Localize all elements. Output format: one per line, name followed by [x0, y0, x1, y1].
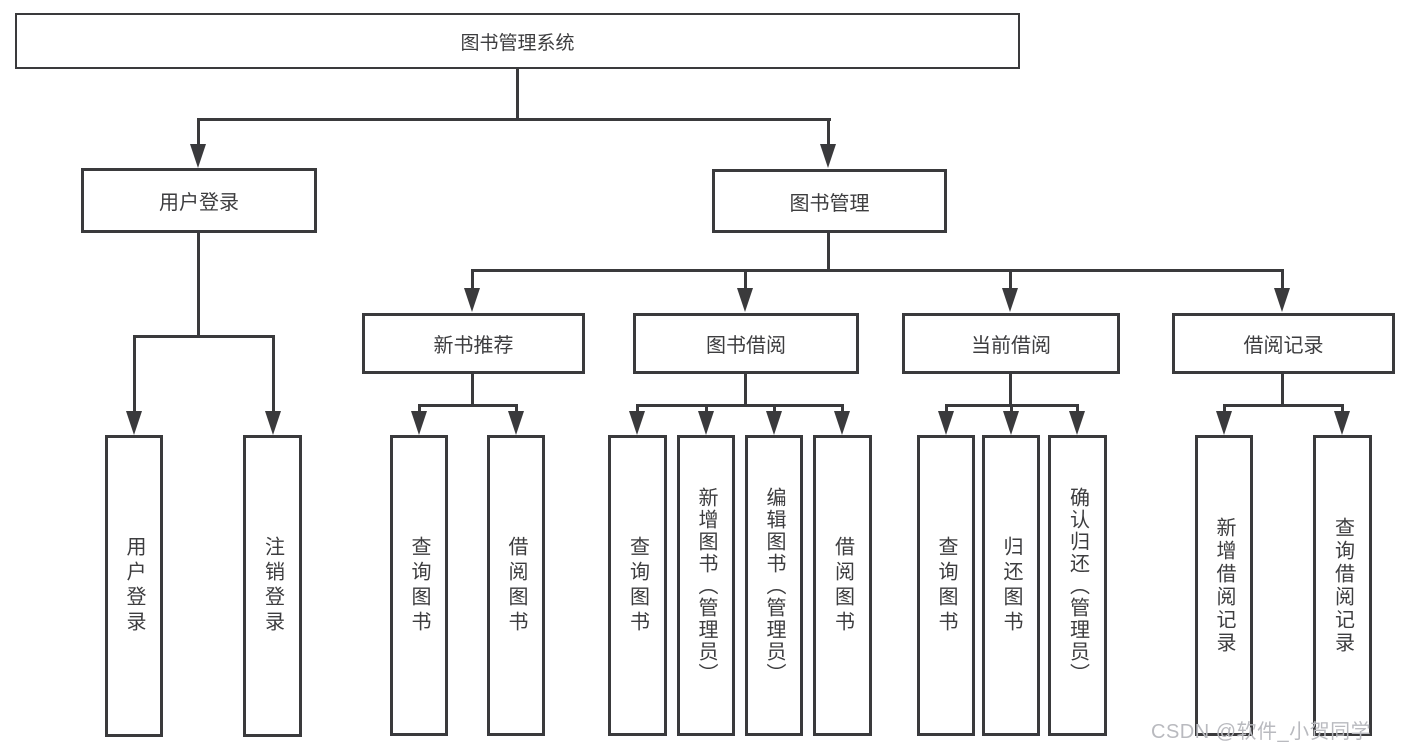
- connector-drop-leaf: [133, 337, 136, 415]
- arrow-down-icon: [938, 411, 954, 435]
- leaf-label: 借阅图书: [831, 535, 854, 636]
- leaf-label: 确认归还（管理员）: [1066, 486, 1089, 685]
- connector-drop-new-book: [471, 271, 474, 288]
- arrow-down-icon: [820, 144, 836, 168]
- leaf-label: 查询图书: [935, 535, 957, 636]
- node-book-mgmt: 图书管理: [712, 169, 947, 233]
- connector-drop-borrow-record: [1281, 271, 1284, 288]
- arrow-down-icon: [508, 411, 524, 435]
- leaf-user-login: 用户登录: [105, 435, 163, 737]
- node-current-borrow-label: 当前借阅: [971, 335, 1051, 357]
- connector-drop-current-borrow: [1009, 271, 1012, 288]
- arrow-down-icon: [1002, 288, 1018, 312]
- leaf-label: 编辑图书（管理员）: [763, 486, 785, 685]
- connector-drop-book-borrow: [744, 271, 747, 288]
- connector-root-rail: [197, 118, 831, 121]
- connector-drop-book-mgmt: [827, 120, 830, 148]
- arrow-down-icon: [265, 411, 281, 435]
- leaf-label: 查询图书: [408, 535, 430, 636]
- connector-new-book-rail: [418, 404, 518, 407]
- connector-current-borrow-stem: [1009, 374, 1012, 407]
- connector-book-borrow-rail: [636, 404, 844, 407]
- connector-user-login-stem: [197, 232, 200, 338]
- leaf-query-books-2: 查询图书: [608, 435, 667, 736]
- leaf-add-borrow-record: 新增借阅记录: [1195, 435, 1253, 736]
- connector-drop-leaf: [705, 406, 708, 414]
- connector-drop-leaf: [773, 406, 776, 414]
- connector-drop-user-login: [197, 120, 200, 148]
- connector-book-borrow-stem: [744, 374, 747, 407]
- node-book-borrow: 图书借阅: [633, 313, 859, 374]
- arrow-down-icon: [464, 288, 480, 312]
- node-book-borrow-label: 图书借阅: [706, 335, 786, 357]
- node-borrow-record: 借阅记录: [1172, 313, 1395, 374]
- connector-drop-leaf: [636, 406, 639, 414]
- connector-current-borrow-rail: [945, 404, 1079, 407]
- node-user-login-label: 用户登录: [159, 192, 239, 214]
- leaf-return-books: 归还图书: [982, 435, 1040, 736]
- leaf-add-books-admin: 新增图书（管理员）: [677, 435, 735, 736]
- node-borrow-record-label: 借阅记录: [1243, 335, 1324, 357]
- leaf-label: 注销登录: [261, 536, 284, 636]
- arrow-down-icon: [411, 411, 427, 435]
- leaf-query-books-1: 查询图书: [390, 435, 448, 736]
- connector-drop-leaf: [1010, 406, 1013, 414]
- arrow-down-icon: [834, 411, 850, 435]
- connector-user-login-rail: [133, 335, 275, 338]
- connector-borrow-record-stem: [1281, 374, 1284, 407]
- connector-borrow-record-rail: [1223, 404, 1344, 407]
- connector-book-mgmt-rail: [471, 269, 1284, 272]
- leaf-label: 新增图书（管理员）: [695, 486, 717, 685]
- connector-drop-leaf: [945, 406, 948, 414]
- arrow-down-icon: [1069, 411, 1085, 435]
- connector-new-book-stem: [471, 374, 474, 407]
- leaf-label: 归还图书: [1000, 535, 1022, 636]
- leaf-label: 用户登录: [123, 536, 145, 636]
- leaf-logout: 注销登录: [243, 435, 302, 737]
- arrow-down-icon: [1003, 411, 1019, 435]
- arrow-down-icon: [698, 411, 714, 435]
- node-user-login: 用户登录: [81, 168, 317, 233]
- arrow-down-icon: [126, 411, 142, 435]
- node-new-book: 新书推荐: [362, 313, 585, 374]
- arrow-down-icon: [1274, 288, 1290, 312]
- arrow-down-icon: [766, 411, 782, 435]
- connector-drop-leaf: [1223, 406, 1226, 414]
- connector-drop-leaf: [272, 337, 275, 415]
- leaf-borrow-books-1: 借阅图书: [487, 435, 545, 736]
- arrow-down-icon: [737, 288, 753, 312]
- arrow-down-icon: [1334, 411, 1350, 435]
- arrow-down-icon: [629, 411, 645, 435]
- leaf-confirm-return-admin: 确认归还（管理员）: [1048, 435, 1107, 736]
- node-root-label: 图书管理系统: [460, 32, 575, 54]
- leaf-label: 借阅图书: [505, 535, 527, 636]
- csdn-watermark: CSDN @软件_小贺同学: [1151, 721, 1372, 743]
- leaf-borrow-books-2: 借阅图书: [813, 435, 872, 736]
- connector-book-mgmt-stem: [827, 233, 830, 271]
- leaf-label: 新增借阅记录: [1213, 516, 1235, 655]
- node-new-book-label: 新书推荐: [433, 335, 514, 357]
- leaf-edit-books-admin: 编辑图书（管理员）: [745, 435, 803, 736]
- connector-drop-leaf: [1076, 406, 1079, 414]
- connector-root-stem: [516, 68, 519, 120]
- leaf-label: 查询图书: [626, 535, 649, 636]
- leaf-label: 查询借阅记录: [1331, 516, 1354, 655]
- connector-drop-leaf: [418, 406, 421, 414]
- connector-drop-leaf: [1341, 406, 1344, 414]
- leaf-query-books-3: 查询图书: [917, 435, 975, 736]
- node-book-mgmt-label: 图书管理: [789, 192, 870, 215]
- connector-drop-leaf: [515, 406, 518, 414]
- node-root: 图书管理系统: [15, 13, 1020, 69]
- connector-drop-leaf: [841, 406, 844, 414]
- leaf-query-borrow-record: 查询借阅记录: [1313, 435, 1372, 736]
- node-current-borrow: 当前借阅: [902, 313, 1120, 374]
- arrow-down-icon: [190, 144, 206, 168]
- arrow-down-icon: [1216, 411, 1232, 435]
